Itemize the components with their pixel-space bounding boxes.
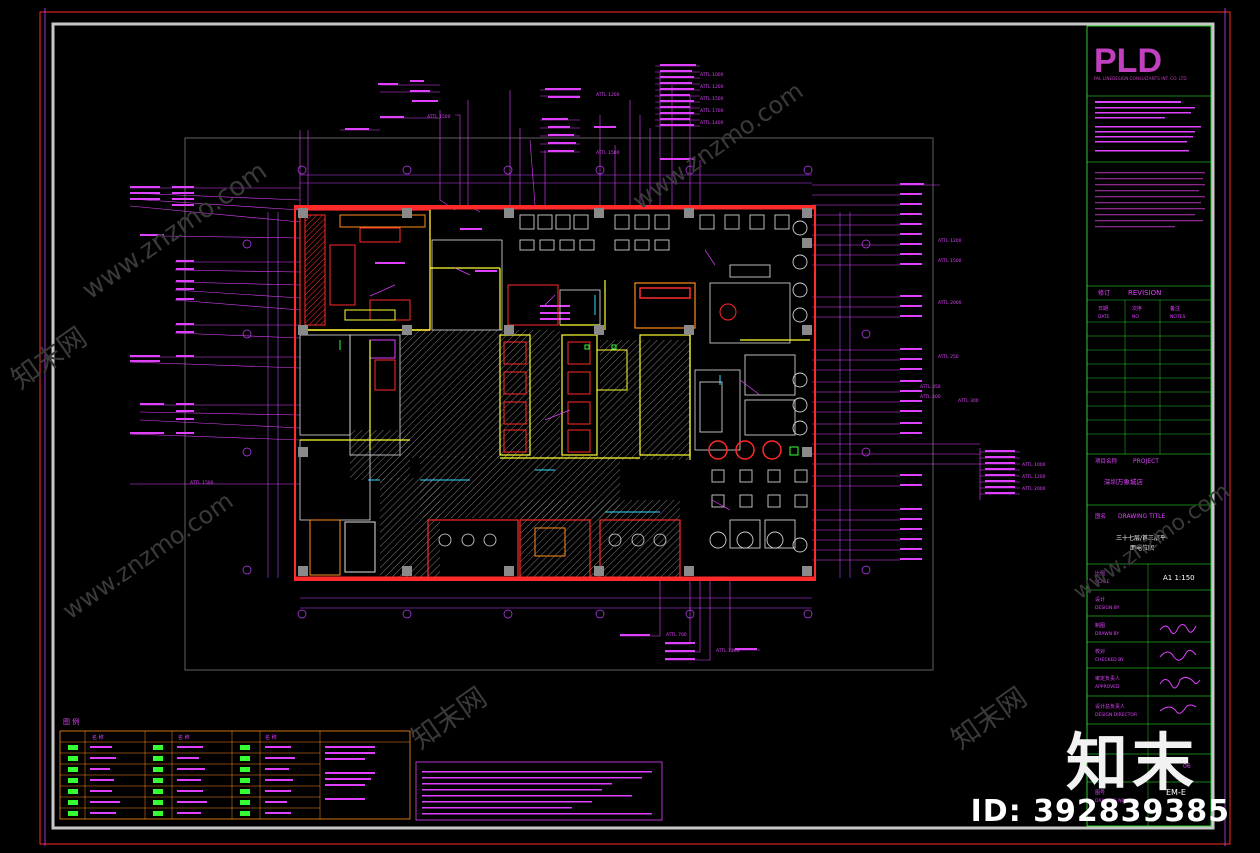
drawn-label-en: DRAWN BY [1095, 631, 1119, 637]
notes-box [415, 761, 663, 821]
approve-label: 审定负责人 [1095, 675, 1120, 682]
sheet-number: 06 [1183, 763, 1191, 770]
revision-label-cn: 修订 [1098, 289, 1110, 297]
right-leaders [812, 184, 1020, 561]
drawing-title-label: 图名 [1095, 512, 1106, 520]
structural-columns [298, 208, 812, 576]
attl-label: ATTL 350 [920, 384, 941, 390]
attl-label: ATTL 1200 [700, 84, 724, 90]
attl-label: ATTL 1500 [938, 258, 962, 264]
attl-label: ATTL 1700 [700, 108, 724, 114]
revision-col-date-en: DATE [1098, 314, 1110, 320]
outer-red-border [39, 11, 1231, 845]
attl-label: ATTL 1500 [190, 480, 214, 486]
attl-label: ATTL 1200 [716, 648, 740, 654]
company-logo-subtitle: PAL LINEDESIGN CONSULTANTS INT. CO. LTD [1094, 76, 1187, 81]
legend-header-name: 名 称 [92, 734, 104, 741]
revision-col-no: 次序 [1132, 305, 1142, 312]
design-label-en: DESIGN BY [1095, 605, 1120, 611]
attl-label: ATTL 400 [920, 394, 941, 400]
check-label: 校对 [1095, 648, 1105, 655]
revision-col-date: 日期 [1098, 306, 1108, 312]
watermark-brand: 知末网 [405, 681, 493, 756]
drawing-no-label: 图号 [1095, 790, 1105, 796]
watermark-site: www.znzmo.com [1069, 479, 1234, 605]
attl-label: ATTL 1200 [938, 238, 962, 244]
watermark-site: www.znzmo.com [77, 156, 273, 306]
dimension-lines [267, 174, 851, 609]
attl-label: ATTL 1500 [700, 96, 724, 102]
legend-header-name: 名 称 [265, 734, 277, 741]
annotation-text-bars [130, 64, 1015, 660]
legend-title: 图 例 [63, 717, 79, 726]
floor-plan [294, 205, 816, 581]
attl-label: ATTL 2000 [1022, 486, 1046, 492]
attl-label: ATTL 700 [666, 632, 687, 638]
project-name: 深圳万象城店 [1104, 477, 1144, 486]
watermark-id: ID: 392839385 [970, 794, 1230, 829]
legend-table [59, 730, 411, 820]
watermark-brand: 知末网 [945, 681, 1033, 756]
director-label: 设计总负责人 [1095, 703, 1125, 710]
project-label-en: PROJECT [1133, 458, 1159, 465]
director-label-en: DESIGN DIRECTOR [1095, 712, 1137, 718]
grid-bubbles [242, 165, 871, 619]
drawing-no-label-en: DRAWING NO. [1095, 798, 1126, 804]
drawing-number: EM-E [1166, 788, 1186, 797]
design-label: 设计 [1095, 596, 1105, 603]
approve-label-en: APPROVED [1095, 684, 1120, 690]
attl-label: ATTL 1500 [427, 114, 451, 120]
scale-label: 比例 [1095, 570, 1105, 577]
attl-label: ATTL 1200 [1022, 474, 1046, 480]
attl-label: ATTL 1000 [1022, 462, 1046, 468]
attl-label: ATTL 2000 [938, 300, 962, 306]
watermark-site: www.znzmo.com [57, 487, 238, 625]
scale-value: A1 1:150 [1163, 574, 1195, 582]
attl-label: ATTL 1500 [596, 150, 620, 156]
revision-col-notes: 备注 [1170, 305, 1180, 312]
project-label: 项目名称 [1095, 457, 1118, 465]
revision-heading: REVISION [1128, 289, 1161, 297]
revision-col-no-en: NO [1132, 314, 1139, 320]
attl-labels: ATTL 1500 ATTL 1200 ATTL 1500 ATTL 1000 … [190, 72, 1046, 654]
bottom-leaders [620, 578, 760, 661]
attl-label: ATTL 1400 [700, 120, 724, 126]
attl-label: ATTL 300 [958, 398, 979, 404]
signatures [1159, 624, 1201, 714]
watermark-logo: 知末 [1066, 726, 1199, 799]
attl-label: ATTL 250 [938, 354, 959, 360]
check-label-en: CHECKED BY [1095, 657, 1124, 663]
watermark-brand: 知末网 [5, 321, 93, 396]
legend-header-name: 名 称 [178, 734, 190, 741]
drawing-title-line1: 三十七层/首三层平 [1116, 534, 1166, 542]
scale-label-en: SCALE [1095, 579, 1110, 585]
attl-label: ATTL 1200 [596, 92, 620, 98]
company-logo: PLD [1094, 42, 1162, 80]
drawing-title-label-en: DRAWING TITLE [1118, 513, 1166, 520]
attl-label: ATTL 1000 [700, 72, 724, 78]
revision-col-notes-en: NOTES [1170, 314, 1186, 320]
sheet-border [51, 22, 1215, 830]
drawing-title-line2: 面电位图 [1130, 544, 1154, 552]
drawn-label: 制图 [1095, 622, 1105, 629]
title-block [1086, 25, 1212, 827]
